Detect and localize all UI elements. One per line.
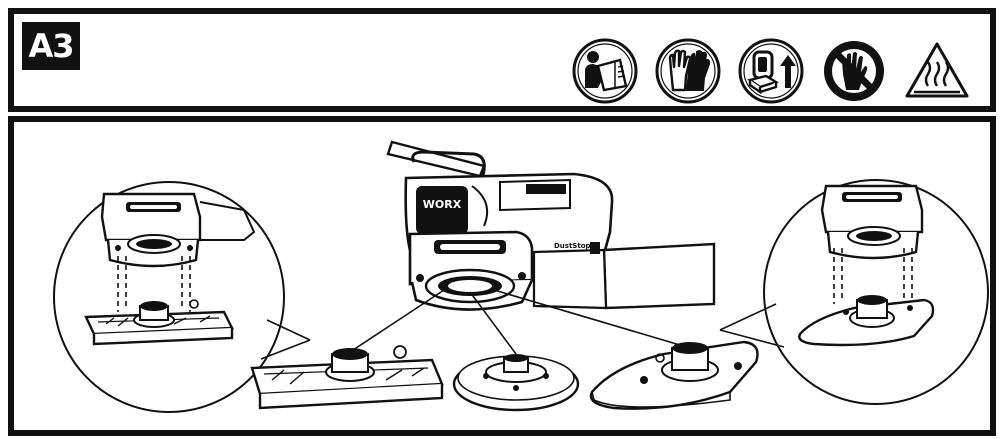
round-sanding-pad (452, 354, 580, 412)
left-detail-callout (53, 181, 311, 413)
step-badge: A3 (22, 22, 80, 70)
header-bar: A3 (8, 8, 996, 112)
sander-body: WORX DustStop (386, 140, 716, 311)
brand-logo: WORX (423, 198, 462, 211)
sander-illustration: WORX DustStop (53, 140, 989, 413)
remove-battery-icon (738, 38, 804, 104)
hot-surface-warning-icon (905, 42, 969, 98)
do-not-touch-icon (824, 41, 884, 101)
right-detail-callout (719, 179, 989, 405)
connector-lines (349, 289, 691, 355)
wear-gloves-icon (655, 38, 721, 104)
rectangular-sanding-pad (250, 345, 444, 410)
triangular-sanding-pad (589, 340, 759, 410)
safety-icon-row (570, 36, 972, 106)
read-manual-icon (572, 38, 638, 104)
duststop-label: DustStop (554, 242, 591, 250)
illustration-panel: WORX DustStop (8, 116, 996, 436)
